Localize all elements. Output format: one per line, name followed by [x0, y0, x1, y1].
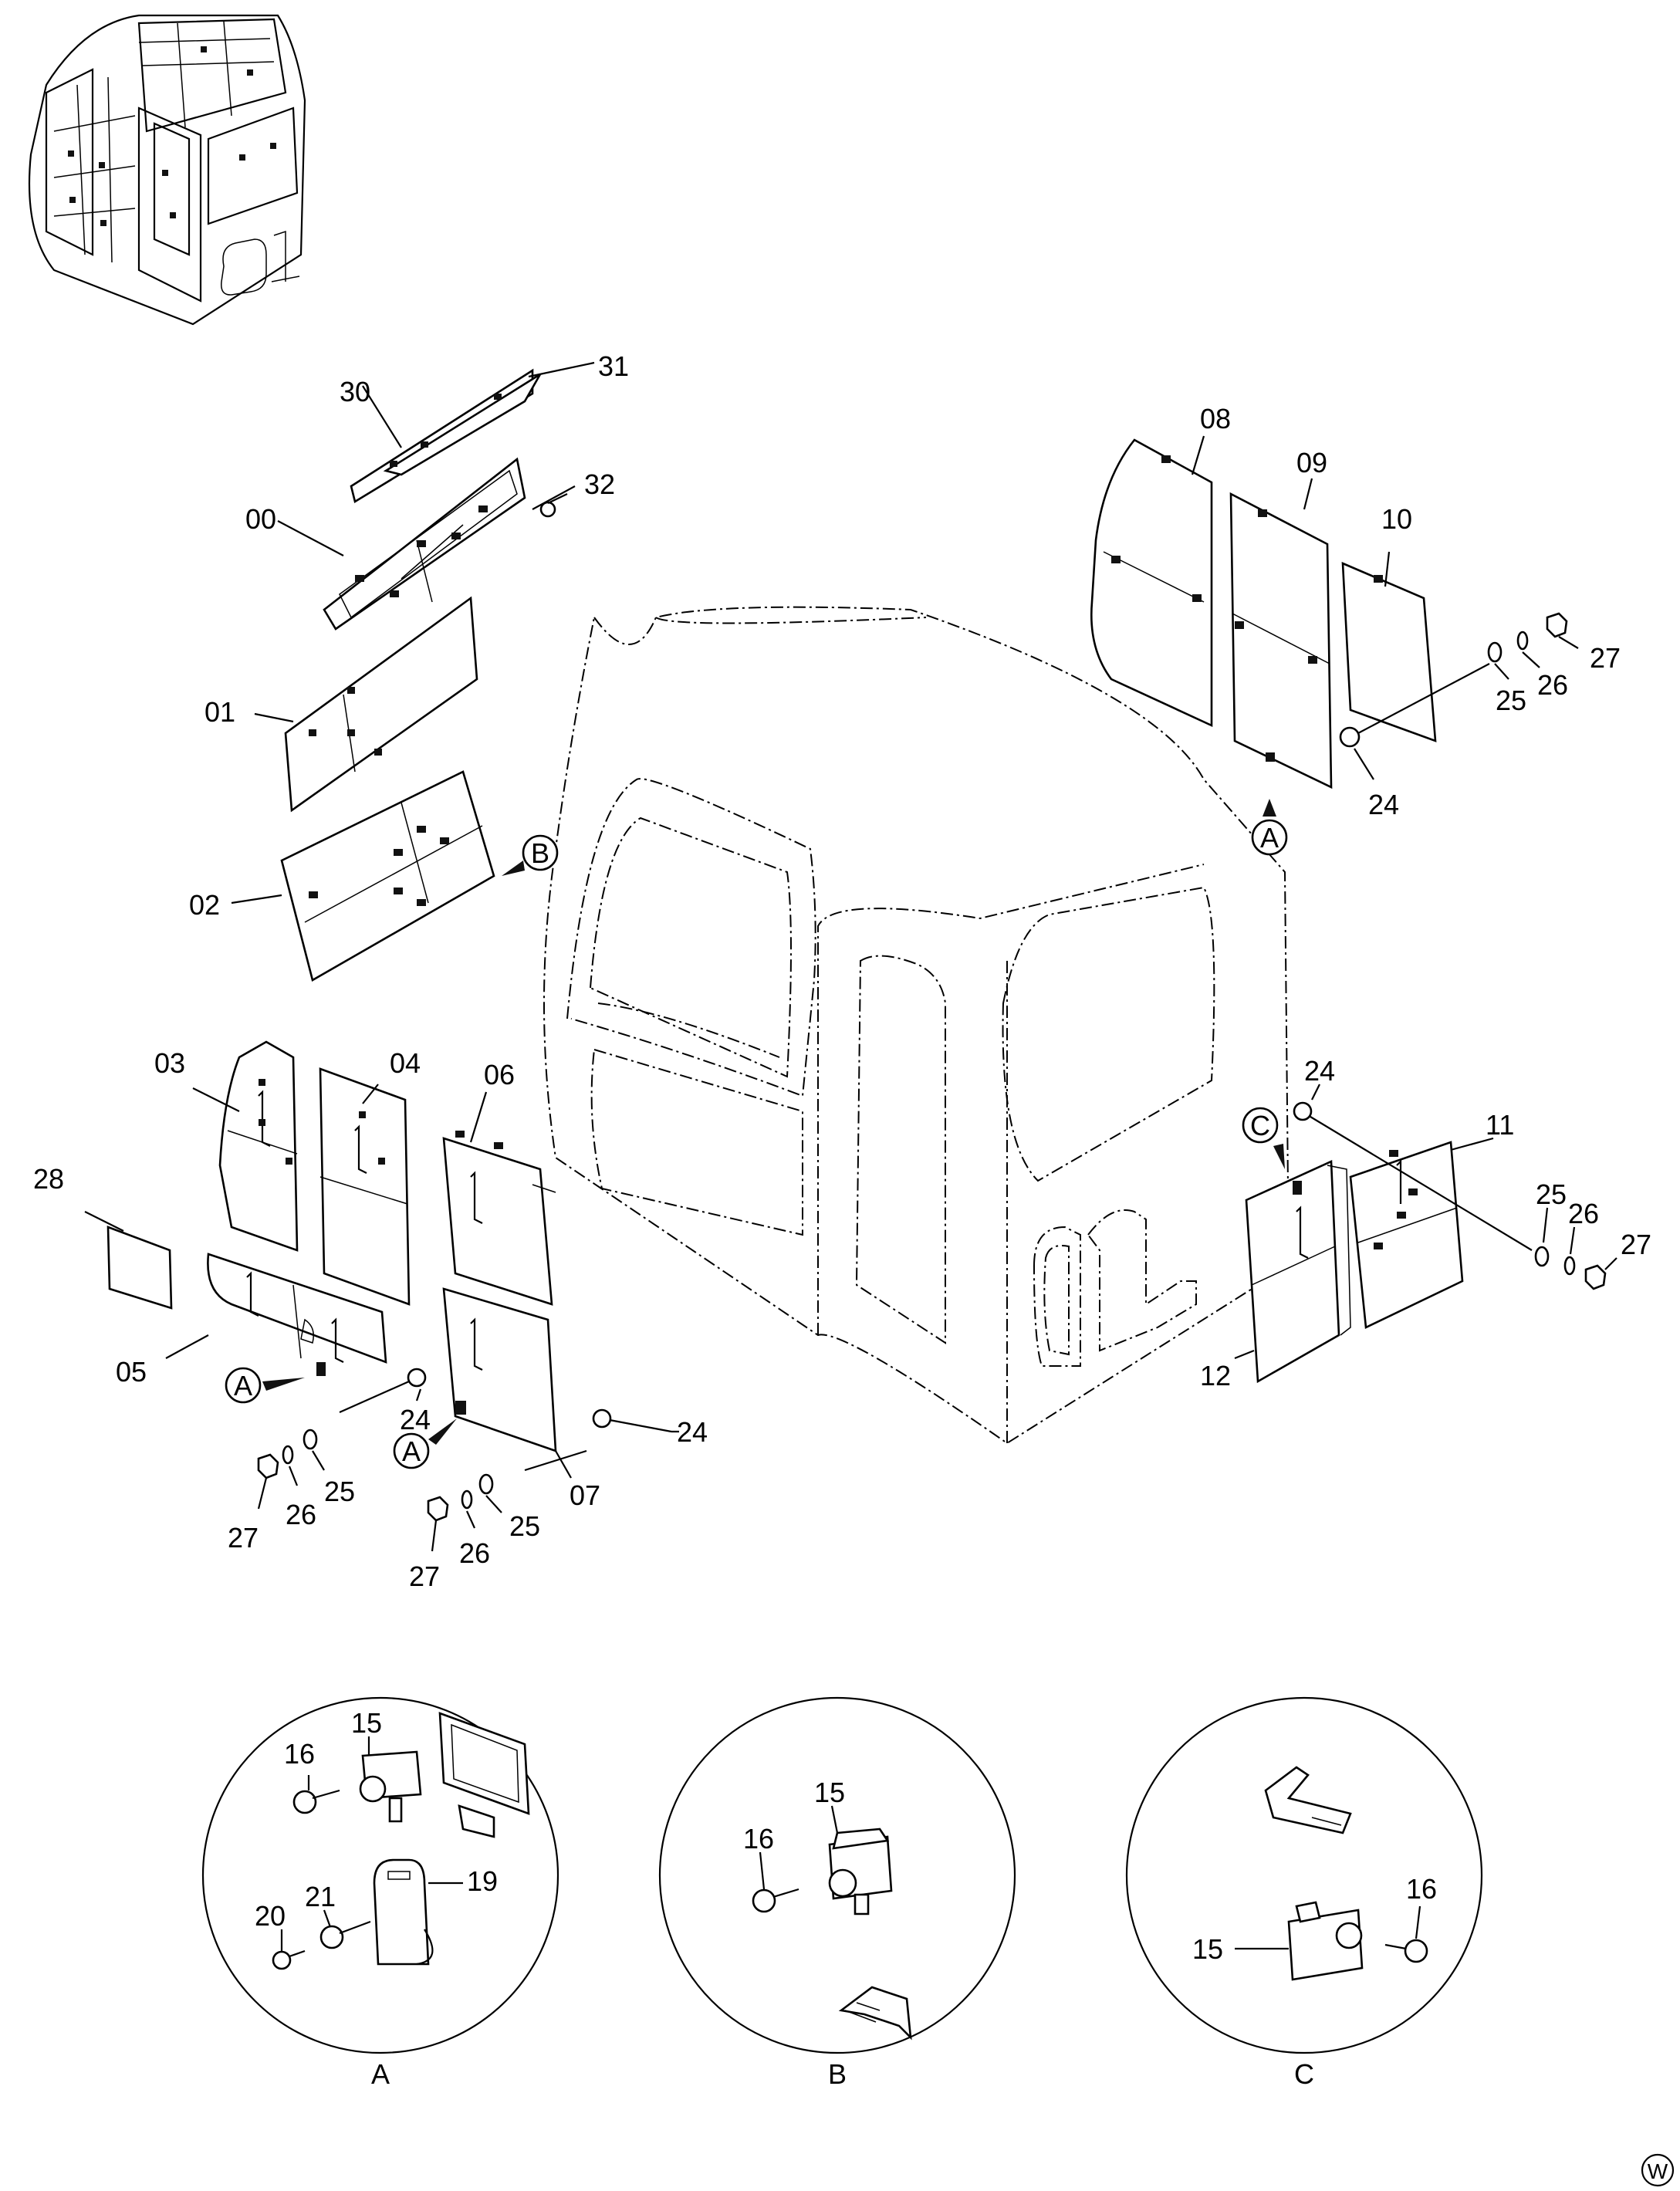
- detail-a-label-20: 20: [255, 1900, 286, 1932]
- part-08-panel: [1090, 438, 1213, 728]
- label-12: 12: [1200, 1360, 1231, 1391]
- label-02: 02: [189, 889, 220, 921]
- svg-text:A: A: [1260, 822, 1279, 854]
- right-door-group: [1090, 438, 1437, 790]
- svg-text:C: C: [1250, 1110, 1270, 1141]
- label-26-mid: 26: [459, 1537, 490, 1569]
- svg-text:W: W: [1648, 2159, 1668, 2183]
- label-10: 10: [1381, 503, 1412, 535]
- label-24-right: 24: [1304, 1055, 1335, 1087]
- front-window-group: [280, 368, 568, 982]
- label-05: 05: [116, 1356, 147, 1388]
- part-32-bolt: [539, 493, 568, 518]
- label-07: 07: [570, 1479, 600, 1511]
- label-04: 04: [390, 1047, 421, 1079]
- hardware: [257, 612, 1607, 1522]
- main-cab-outline: 01: [543, 606, 1290, 1445]
- part-01-panel: [284, 596, 478, 813]
- part-28-plate: [106, 1226, 173, 1310]
- detail-c-caption: C: [1294, 2058, 1314, 2090]
- part-05-panel: [207, 1253, 387, 1364]
- label-00: 00: [245, 503, 276, 535]
- marker-a-top: A: [1251, 799, 1288, 856]
- label-27-top: 27: [1590, 642, 1621, 674]
- label-01: 01: [205, 696, 235, 728]
- marker-b: B: [502, 834, 559, 876]
- detail-a-label-16: 16: [284, 1738, 315, 1770]
- detail-b-label-15: 15: [814, 1777, 845, 1808]
- part-04-panel: [319, 1067, 411, 1306]
- detail-a-label-15: 15: [351, 1707, 382, 1739]
- part-12-panel: [1245, 1160, 1340, 1384]
- detail-a-caption: A: [371, 2058, 390, 2090]
- part-11-panel: [1349, 1141, 1464, 1329]
- label-09: 09: [1296, 447, 1327, 478]
- detail-a: 16 15 19 20 21 A: [201, 1696, 559, 2090]
- detail-c: 16 15 C: [1125, 1696, 1483, 2090]
- part-10-panel: [1341, 561, 1437, 742]
- detail-c-label-15: 15: [1192, 1933, 1223, 1965]
- svg-text:A: A: [402, 1435, 421, 1467]
- detail-b: 16 15 B: [658, 1696, 1016, 2090]
- label-27-right: 27: [1621, 1229, 1651, 1260]
- label-08: 08: [1200, 403, 1231, 434]
- label-26-left: 26: [286, 1499, 316, 1530]
- label-25-mid: 25: [509, 1510, 540, 1542]
- detail-a-label-21: 21: [305, 1881, 336, 1912]
- svg-text:B: B: [531, 837, 549, 869]
- label-28: 28: [33, 1163, 64, 1195]
- label-24-left: 24: [400, 1404, 431, 1435]
- label-27-left: 27: [228, 1522, 259, 1554]
- left-side-group: [106, 1040, 557, 1452]
- part-labels: 30 31 32 00 01 02 03 04 06 28 05 07 08 0…: [33, 350, 1651, 1592]
- label-25-left: 25: [324, 1476, 355, 1507]
- detail-c-label-16: 16: [1406, 1873, 1437, 1905]
- detail-b-caption: B: [828, 2058, 847, 2090]
- label-24-mid: 24: [677, 1416, 708, 1448]
- part-06-panel: [442, 1137, 553, 1306]
- label-26-top: 26: [1537, 669, 1568, 701]
- thumbnail-cab: [28, 14, 306, 326]
- detail-a-label-19: 19: [467, 1865, 498, 1897]
- label-06: 06: [484, 1059, 515, 1090]
- part-07-panel: [442, 1287, 557, 1452]
- label-25-right: 25: [1536, 1178, 1567, 1210]
- marker-a-left: A: [225, 1367, 305, 1404]
- marker-a-lower: A: [393, 1418, 457, 1469]
- label-26-right: 26: [1568, 1198, 1599, 1229]
- label-27-mid: 27: [409, 1560, 440, 1592]
- corner-mark: W: [1641, 2153, 1675, 2187]
- label-24-top: 24: [1368, 789, 1399, 820]
- detail-b-label-16: 16: [743, 1823, 774, 1855]
- label-32: 32: [584, 468, 615, 500]
- part-02-panel: [280, 770, 495, 982]
- label-11: 11: [1486, 1109, 1514, 1141]
- label-31: 31: [598, 350, 629, 382]
- marker-c: C: [1242, 1107, 1285, 1169]
- svg-text:A: A: [234, 1370, 252, 1401]
- part-09-panel: [1229, 492, 1333, 790]
- label-30: 30: [340, 376, 370, 407]
- label-03: 03: [154, 1047, 185, 1079]
- right-rear-group: [1245, 1141, 1464, 1384]
- part-03-panel: [218, 1040, 299, 1252]
- label-25-top: 25: [1496, 685, 1526, 716]
